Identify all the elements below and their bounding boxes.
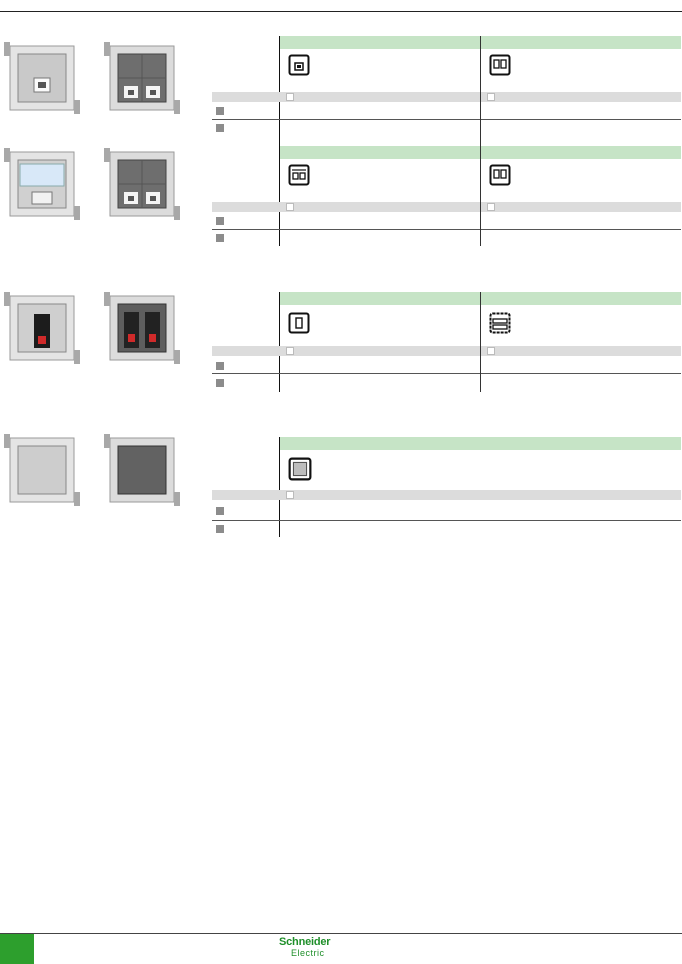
header-band: [481, 292, 681, 305]
checkbox-icon: [487, 93, 495, 101]
checkbox-icon: [286, 347, 294, 355]
rj45-single-symbol-icon: [288, 54, 310, 76]
spec-row: [212, 92, 681, 102]
row-divider: [212, 229, 681, 230]
logo-subword: Electric: [291, 948, 325, 958]
schneider-electric-logo: Schneider Electric: [279, 936, 369, 962]
bullet-square-icon: [216, 362, 224, 370]
bullet-square-icon: [216, 507, 224, 515]
bullet-square-icon: [216, 379, 224, 387]
table-left-rule: [279, 437, 280, 537]
speaker-single-symbol-icon: [288, 312, 310, 334]
table-section-1: [212, 36, 681, 246]
spec-row: [212, 490, 681, 500]
bullet-square-icon: [216, 217, 224, 225]
bullet-square-icon: [216, 124, 224, 132]
bullet-square-icon: [216, 525, 224, 533]
spec-row: [212, 202, 681, 212]
socket-thumbnail-1: [4, 40, 80, 116]
checkbox-icon: [286, 203, 294, 211]
table-left-rule: [279, 292, 280, 392]
bullet-square-icon: [216, 107, 224, 115]
table-left-rule: [279, 36, 280, 246]
socket-thumbnail-4: [104, 146, 180, 222]
socket-thumbnail-5: [4, 290, 80, 366]
bullet-square-icon: [216, 234, 224, 242]
checkbox-icon: [487, 347, 495, 355]
socket-thumbnail-3: [4, 146, 80, 222]
header-band: [481, 36, 681, 49]
logo-wordmark: Schneider: [279, 936, 331, 948]
socket-thumbnail-8: [104, 432, 180, 508]
column-divider: [480, 292, 481, 392]
header-band: [481, 146, 681, 159]
socket-thumbnail-7: [4, 432, 80, 508]
checkbox-icon: [286, 491, 294, 499]
spec-row: [212, 346, 681, 356]
rj45-shutter-symbol-icon: [288, 164, 310, 186]
header-band: [280, 36, 480, 49]
header-band: [280, 437, 681, 450]
speaker-double-symbol-icon: [489, 312, 511, 334]
rj45-double-symbol-icon: [489, 54, 511, 76]
section-color-tab: [0, 934, 34, 964]
row-divider: [212, 373, 681, 374]
row-divider: [212, 520, 681, 521]
table-section-3: [212, 437, 681, 537]
header-band: [280, 146, 480, 159]
footer-rule: [0, 933, 682, 934]
column-divider: [480, 146, 481, 246]
top-rule: [0, 11, 682, 12]
column-divider: [480, 36, 481, 146]
blank-plate-symbol-icon: [288, 457, 312, 481]
table-section-2: [212, 292, 681, 392]
checkbox-icon: [286, 93, 294, 101]
row-divider: [212, 119, 681, 120]
socket-thumbnail-6: [104, 290, 180, 366]
rj45-double-symbol-icon: [489, 164, 511, 186]
header-band: [280, 292, 480, 305]
checkbox-icon: [487, 203, 495, 211]
socket-thumbnail-2: [104, 40, 180, 116]
